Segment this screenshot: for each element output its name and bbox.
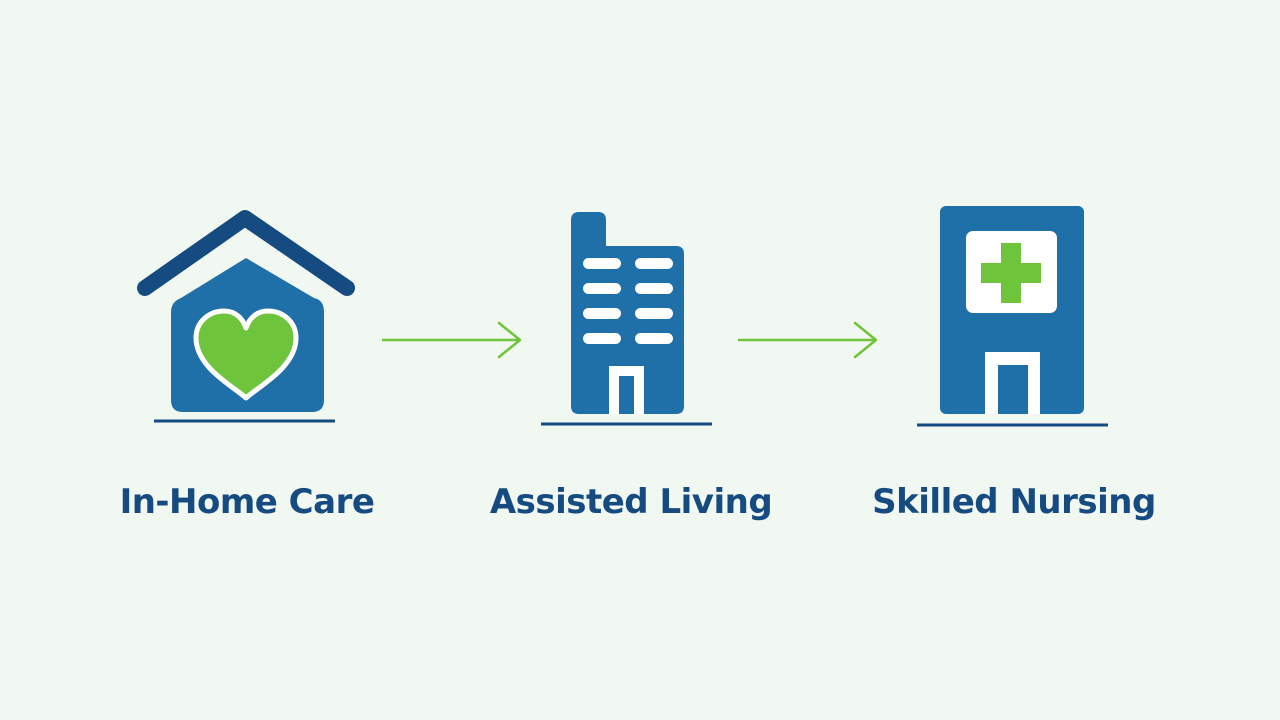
arrow-right-icon xyxy=(738,321,878,359)
house-roof xyxy=(137,210,355,296)
hospital-door xyxy=(985,352,1040,414)
house-heart-icon xyxy=(137,210,355,423)
heart-icon xyxy=(193,308,299,401)
building-door xyxy=(609,366,644,414)
stage-label-assisted-living: Assisted Living xyxy=(489,482,773,522)
medical-cross-icon xyxy=(981,243,1041,303)
arrow-right-icon xyxy=(382,321,522,359)
stage-label-skilled-nursing: Skilled Nursing xyxy=(872,482,1156,522)
building-windows xyxy=(583,258,673,344)
apartment-building-icon xyxy=(541,212,712,426)
stage-label-in-home-care: In-Home Care xyxy=(119,482,375,522)
hospital-icon xyxy=(917,206,1108,427)
